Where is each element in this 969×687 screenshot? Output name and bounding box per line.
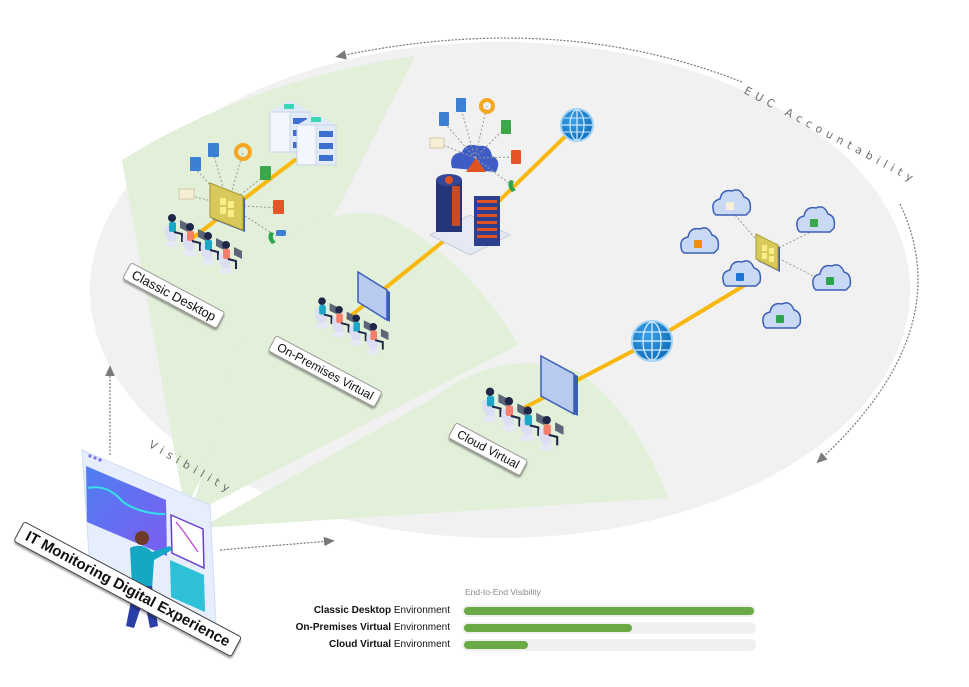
visibility-sector-cloud — [200, 363, 668, 528]
legend-row-classic: Classic Desktop Environment — [280, 604, 760, 618]
windows-desktop-icon — [209, 182, 245, 232]
user-at-laptop-icon — [164, 214, 188, 247]
windows-cloud-desktop-icon — [755, 233, 780, 272]
accountability-arc-top — [335, 37, 743, 83]
legend-env-name: Cloud Virtual — [329, 639, 392, 650]
legend-env-suffix: Environment — [391, 639, 450, 650]
document-app-icon — [208, 143, 219, 157]
private-cloud-icon — [451, 144, 499, 172]
user-at-laptop-icon — [366, 323, 389, 355]
datacenter-icon — [428, 174, 512, 256]
sheet-app-icon — [260, 166, 271, 180]
user-at-laptop-icon — [501, 397, 526, 432]
phone-chat-app-icon — [268, 232, 276, 244]
calendar-app-icon — [190, 157, 201, 171]
legend-row-label: On-Premises Virtual Environment — [296, 621, 450, 635]
user-at-laptop-icon — [538, 415, 564, 451]
legend-env-name: Classic Desktop — [313, 605, 392, 616]
legend-row-cloud: Cloud Virtual Environment — [280, 638, 760, 652]
legend-row-label: Cloud Virtual Environment — [329, 638, 450, 652]
onprem-virtual-group — [357, 98, 594, 322]
legend-fill-cloud — [464, 641, 528, 649]
legend-env-name: On-Premises Virtual — [295, 622, 392, 633]
legend-track — [462, 622, 756, 634]
legend-env-suffix: Environment — [391, 605, 450, 616]
legend-track — [462, 605, 756, 617]
workspace-cloud-icon — [762, 302, 802, 329]
presentation-app-icon — [511, 150, 521, 164]
aws-cloud-icon — [680, 227, 720, 254]
visibility-arrow-right — [219, 536, 335, 551]
azure-cloud-icon — [722, 260, 762, 287]
legend-track — [462, 639, 756, 651]
accountability-arc-right — [816, 203, 919, 464]
sheet-cloud-icon — [796, 206, 836, 233]
legend-row-onprem: On-Premises Virtual Environment — [280, 621, 760, 635]
mail-app-icon — [178, 188, 195, 200]
virtual-display-icon — [357, 270, 390, 322]
mail-cloud-icon — [712, 189, 752, 216]
classic-desktop-group — [178, 100, 337, 244]
cloud-services — [680, 189, 852, 329]
cloud-users — [482, 387, 564, 451]
user-at-laptop-icon — [332, 305, 355, 338]
phone-chat-app-icon — [508, 180, 516, 192]
virtual-display-icon — [540, 354, 578, 416]
visibility-sector-onprem — [190, 213, 518, 515]
dashboard-mini-chart — [170, 560, 205, 612]
user-at-laptop-icon — [200, 232, 224, 265]
user-at-laptop-icon — [349, 314, 372, 346]
legend-title: End-to-End Visibility — [465, 587, 541, 597]
donut-chart-app-icon — [234, 143, 252, 161]
classic-users — [164, 214, 242, 274]
cloud-connection-a — [518, 339, 654, 412]
globe-icon — [631, 320, 673, 362]
user-at-laptop-icon — [182, 223, 206, 256]
phone-cloud-icon — [812, 264, 852, 291]
globe-icon — [560, 108, 594, 142]
legend-row-label: Classic Desktop Environment — [314, 604, 450, 618]
donut-chart-app-icon — [479, 98, 495, 114]
sheet-app-icon — [501, 120, 511, 134]
onprem-users — [314, 297, 389, 355]
user-at-laptop-icon — [314, 297, 338, 329]
analyst-person — [135, 531, 149, 545]
presentation-app-icon — [273, 200, 284, 214]
user-at-laptop-icon — [218, 241, 242, 274]
server-rack-icon — [269, 100, 337, 166]
legend-env-suffix: Environment — [391, 622, 450, 633]
cloud-virtual-group — [540, 189, 852, 416]
legend-fill-onprem — [464, 624, 633, 632]
dashboard-report-card — [170, 513, 205, 570]
mail-app-icon — [429, 137, 445, 149]
user-at-laptop-icon — [482, 387, 507, 423]
document-app-icon — [456, 98, 466, 112]
calendar-app-icon — [439, 112, 449, 126]
legend-fill-classic — [464, 607, 754, 615]
